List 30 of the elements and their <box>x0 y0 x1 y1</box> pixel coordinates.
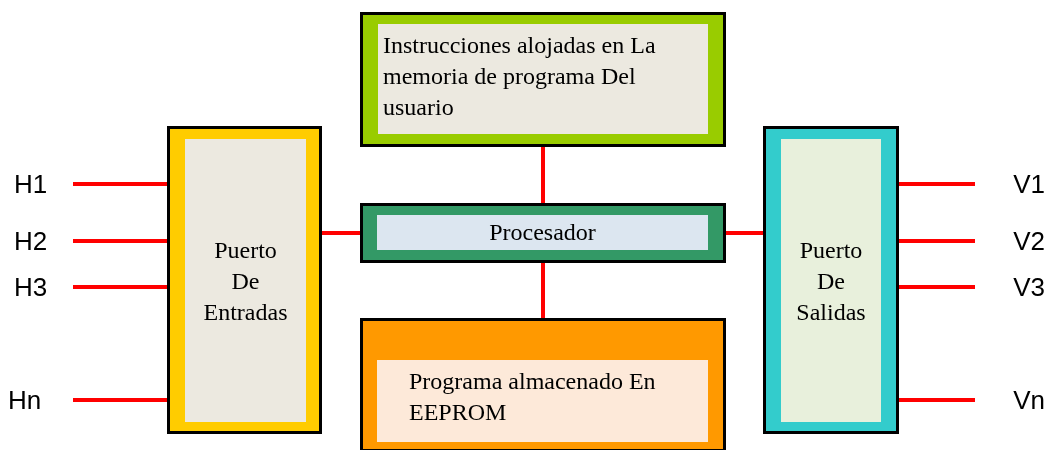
signal-label: Hn <box>8 385 42 415</box>
block-label: Procesador <box>489 218 596 247</box>
connector-line <box>899 182 975 186</box>
stored-program-box <box>360 318 726 450</box>
signal-label: V1 <box>1013 169 1045 199</box>
connector-line <box>73 182 167 186</box>
signal-label: H2 <box>14 226 48 256</box>
output-port-box <box>763 126 899 434</box>
block-label: Puerto De Entradas <box>203 236 288 327</box>
block-label: Programa almacenado En EEPROM <box>409 367 657 427</box>
signal-label: V3 <box>1013 272 1045 302</box>
connector-line <box>322 231 360 235</box>
connector-line <box>899 285 975 289</box>
connector-line <box>73 285 167 289</box>
processor-box <box>360 203 726 263</box>
signal-label: Vn <box>1013 385 1045 415</box>
input-port-box <box>167 126 322 434</box>
connector-line <box>541 263 545 318</box>
connector-line <box>726 231 763 235</box>
connector-line <box>73 398 167 402</box>
connector-line <box>541 147 545 203</box>
signal-label: H1 <box>14 169 48 199</box>
memory-instructions-box <box>360 12 726 147</box>
connector-line <box>899 398 975 402</box>
block-label: Puerto De Salidas <box>796 236 866 327</box>
connector-line <box>899 239 975 243</box>
signal-label: H3 <box>14 272 48 302</box>
block-label: Instrucciones alojadas en La memoria de programa Del usuario <box>383 31 657 122</box>
connector-line <box>73 239 167 243</box>
signal-label: V2 <box>1013 226 1045 256</box>
